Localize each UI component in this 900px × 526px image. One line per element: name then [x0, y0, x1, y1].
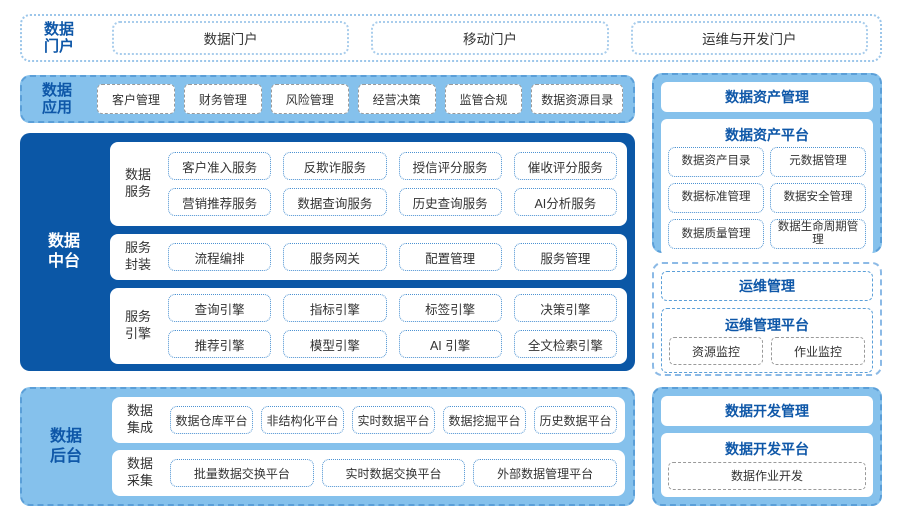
- service-marketing-recommend: 营销推荐服务: [168, 188, 272, 216]
- app-item-decision: 经营决策: [357, 84, 436, 114]
- collection-external-data: 外部数据管理平台: [473, 459, 618, 487]
- integration-data-warehouse: 数据仓库平台: [170, 406, 253, 434]
- collection-batch-exchange: 批量数据交换平台: [170, 459, 314, 487]
- data-asset-platform-title: 数据资产平台: [725, 126, 809, 143]
- integration-realtime-data: 实时数据平台: [352, 406, 435, 434]
- service-history-query: 历史查询服务: [398, 188, 502, 216]
- app-item-compliance: 监管合规: [444, 84, 523, 114]
- asset-catalog: 数据资产目录: [668, 147, 764, 177]
- data-application-section: 数据应用 客户管理 财务管理 风险管理 经营决策 监管合规 数据资源目录: [20, 75, 635, 123]
- data-integration-row: 数据集成 数据仓库平台 非结构化平台 实时数据平台 数据挖掘平台 历史数据平台: [112, 397, 625, 443]
- integration-unstructured: 非结构化平台: [261, 406, 344, 434]
- engine-ai: AI 引擎: [398, 330, 502, 358]
- asset-lifecycle: 数据生命周期管理: [770, 219, 866, 250]
- data-asset-management-section: 数据资产管理 数据资产平台 数据资产目录 元数据管理 数据标准管理 数据安全管理…: [652, 73, 882, 257]
- pack-service-management: 服务管理: [513, 243, 617, 271]
- service-packaging-row: 服务封装 流程编排 服务网关 配置管理 服务管理: [110, 234, 627, 280]
- data-portal-section: 数据门户 数据门户 移动门户 运维与开发门户: [20, 14, 882, 62]
- collection-realtime-exchange: 实时数据交换平台: [321, 459, 466, 487]
- data-asset-management-title: 数据资产管理: [661, 82, 873, 112]
- engine-recommend: 推荐引擎: [168, 330, 272, 358]
- app-item-risk: 风险管理: [270, 84, 349, 114]
- data-backend-section: 数据后台 数据集成 数据仓库平台 非结构化平台 实时数据平台 数据挖掘平台 历史…: [20, 387, 635, 506]
- service-engine-row: 服务引擎 查询引擎 指标引擎 标签引擎 决策引擎 推荐引擎 模型引擎 AI 引擎…: [110, 288, 627, 364]
- engine-decision: 决策引擎: [513, 294, 617, 322]
- data-integration-label: 数据集成: [127, 403, 154, 435]
- asset-standard: 数据标准管理: [668, 183, 764, 213]
- pack-process-orchestration: 流程编排: [168, 243, 272, 271]
- service-packaging-label: 服务封装: [125, 240, 152, 272]
- asset-security: 数据安全管理: [770, 183, 866, 213]
- ops-platform-panel: 运维管理平台 资源监控 作业监控: [661, 308, 873, 373]
- ops-resource-monitor: 资源监控: [669, 337, 763, 365]
- ops-platform-title: 运维管理平台: [725, 316, 809, 333]
- app-item-finance: 财务管理: [183, 84, 262, 114]
- ops-management-title: 运维管理: [661, 271, 873, 301]
- data-service-row: 数据服务 客户准入服务 反欺诈服务 授信评分服务 催收评分服务 营销推荐服务 数…: [110, 142, 627, 226]
- engine-fulltext-search: 全文检索引擎: [513, 330, 617, 358]
- service-ai-analysis: AI分析服务: [513, 188, 617, 216]
- data-dev-management-section: 数据开发管理 数据开发平台 数据作业开发: [652, 387, 882, 506]
- ops-job-monitor: 作业监控: [771, 337, 865, 365]
- ops-management-section: 运维管理 运维管理平台 资源监控 作业监控: [652, 262, 882, 376]
- engine-tag: 标签引擎: [398, 294, 502, 322]
- data-asset-platform-panel: 数据资产平台 数据资产目录 元数据管理 数据标准管理 数据安全管理 数据质量管理…: [661, 119, 873, 257]
- data-backend-label: 数据后台: [50, 427, 83, 465]
- engine-model: 模型引擎: [283, 330, 387, 358]
- pack-service-gateway: 服务网关: [283, 243, 387, 271]
- portal-item-ops-dev: 运维与开发门户: [630, 21, 868, 55]
- service-collection-score: 催收评分服务: [513, 152, 617, 180]
- data-dev-platform-title: 数据开发平台: [725, 440, 809, 457]
- asset-quality: 数据质量管理: [668, 219, 764, 250]
- engine-query: 查询引擎: [168, 294, 272, 322]
- service-engine-label: 服务引擎: [125, 309, 152, 341]
- data-dev-platform-panel: 数据开发平台 数据作业开发: [661, 433, 873, 497]
- service-data-query: 数据查询服务: [283, 188, 387, 216]
- data-application-label: 数据应用: [42, 81, 73, 116]
- data-dev-management-title: 数据开发管理: [661, 396, 873, 426]
- integration-data-mining: 数据挖掘平台: [443, 406, 526, 434]
- data-collection-label: 数据采集: [127, 456, 154, 488]
- dev-data-job: 数据作业开发: [668, 461, 866, 490]
- data-middle-platform-label: 数据中台: [48, 233, 81, 270]
- asset-metadata: 元数据管理: [770, 147, 866, 177]
- engine-indicator: 指标引擎: [283, 294, 387, 322]
- data-portal-label: 数据门户: [44, 20, 75, 55]
- data-collection-row: 数据采集 批量数据交换平台 实时数据交换平台 外部数据管理平台: [112, 450, 625, 496]
- portal-item-mobile: 移动门户: [371, 21, 609, 55]
- integration-history-data: 历史数据平台: [534, 406, 617, 434]
- service-customer-access: 客户准入服务: [168, 152, 272, 180]
- app-item-customer: 客户管理: [97, 84, 175, 114]
- service-credit-score: 授信评分服务: [398, 152, 502, 180]
- app-item-resource-catalog: 数据资源目录: [531, 84, 623, 114]
- data-middle-platform-section: 数据中台 数据服务 客户准入服务 反欺诈服务 授信评分服务 催收评分服务 营销推…: [20, 133, 635, 371]
- service-anti-fraud: 反欺诈服务: [283, 152, 387, 180]
- pack-config-management: 配置管理: [398, 243, 502, 271]
- portal-item-data: 数据门户: [112, 21, 350, 55]
- data-service-label: 数据服务: [125, 167, 152, 199]
